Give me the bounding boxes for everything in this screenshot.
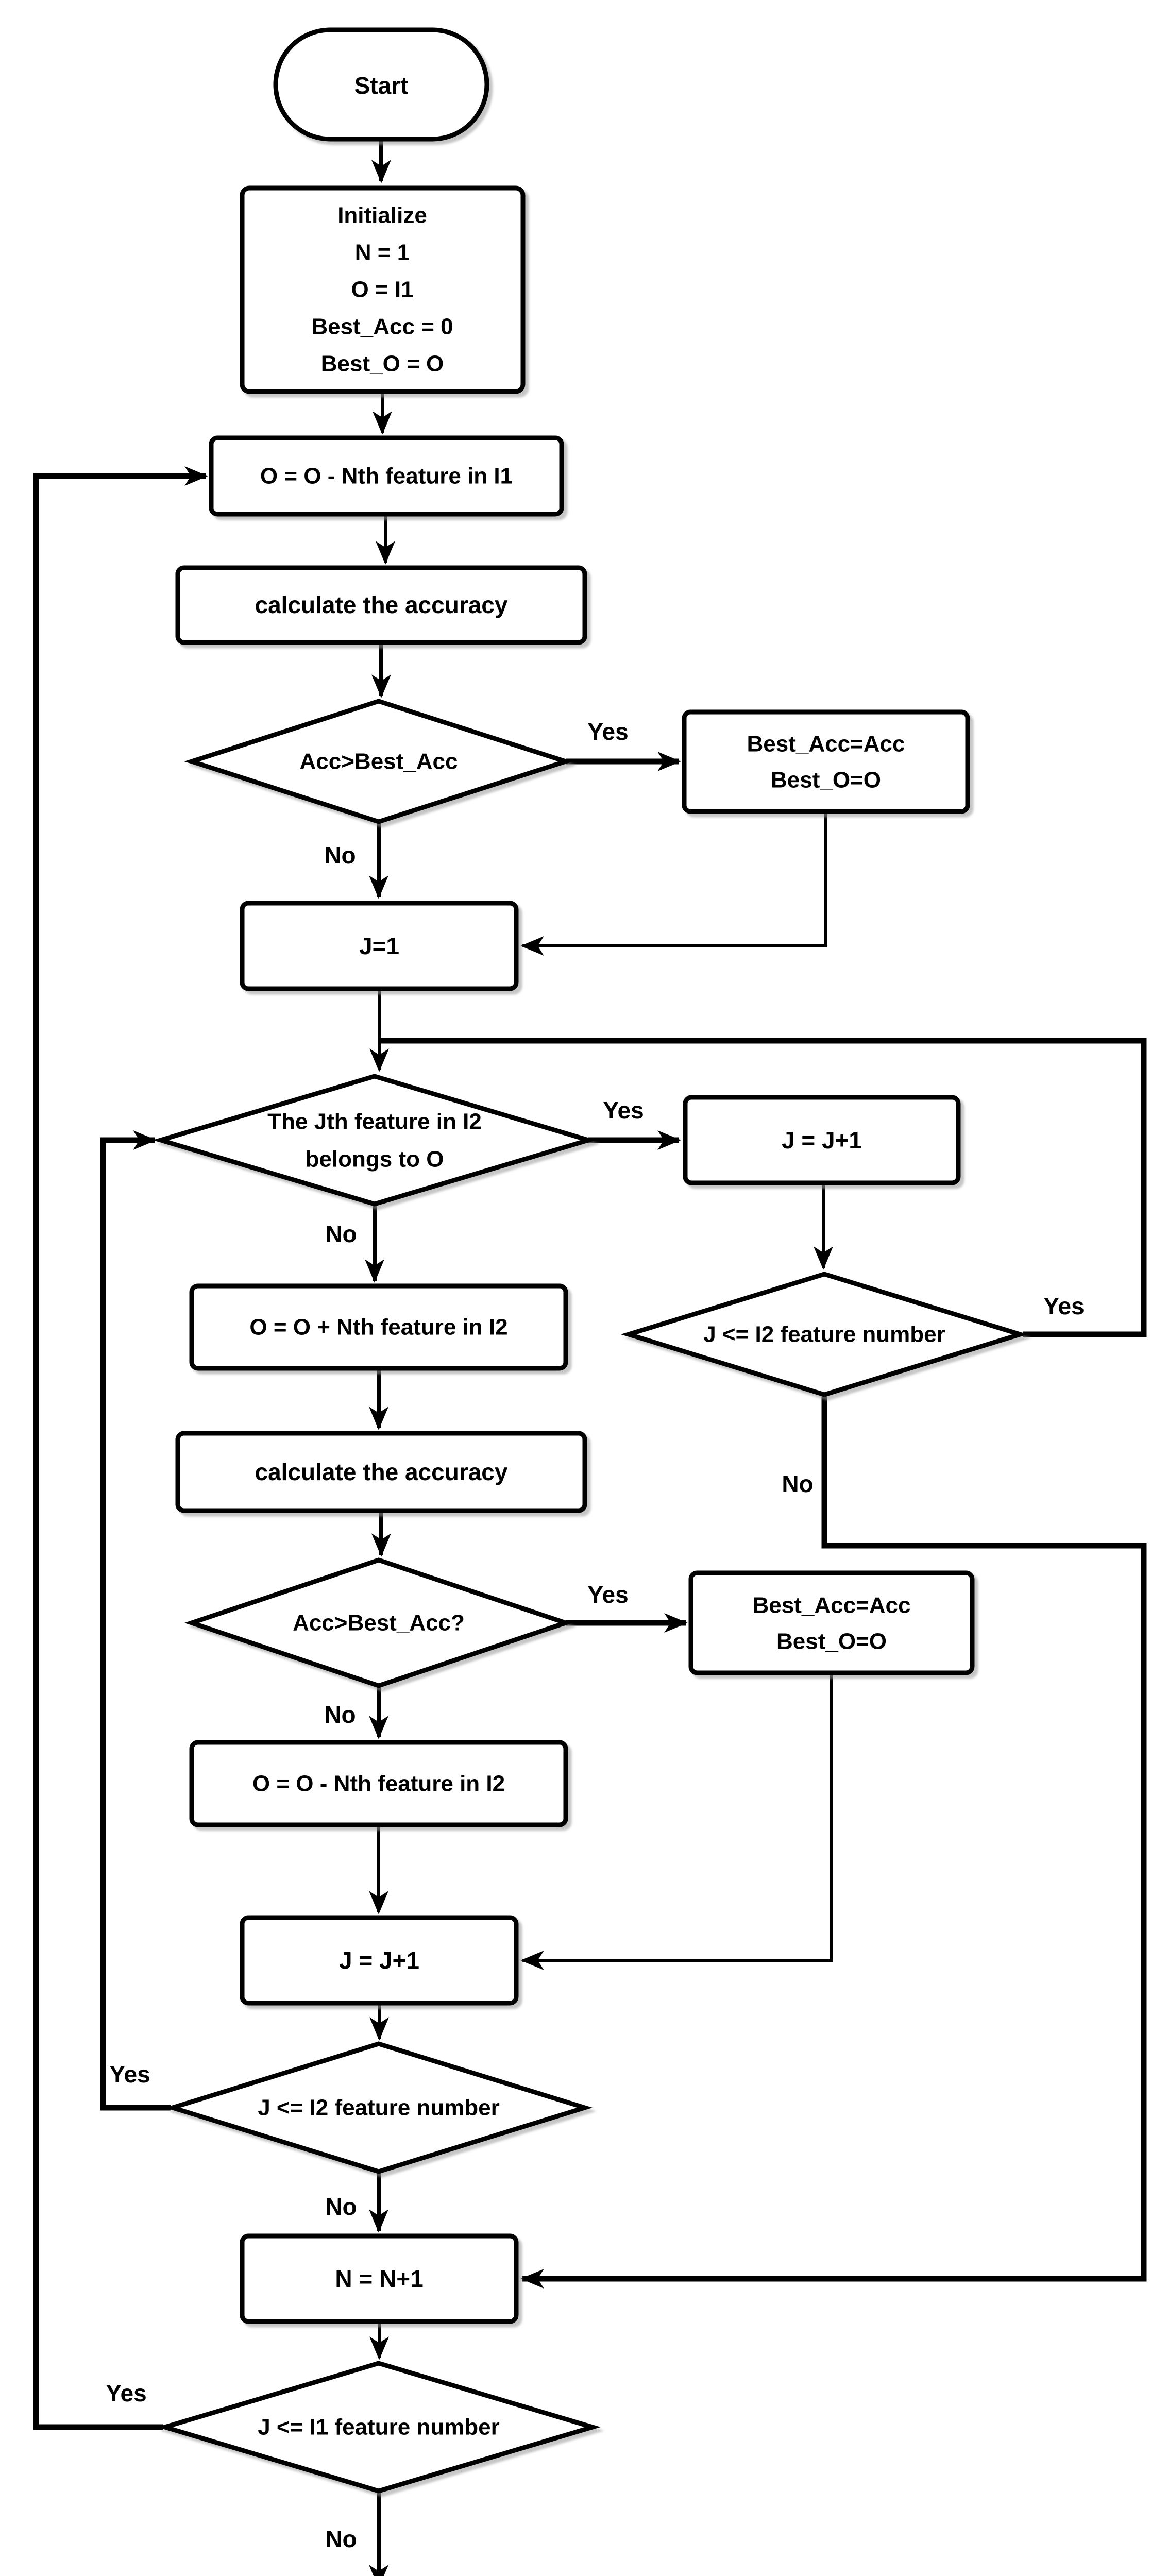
label-acc1-no: No <box>324 842 356 869</box>
edge-update-best1-to-j-init <box>520 811 827 956</box>
edges <box>33 139 1147 2576</box>
node-n-increment: N = N+1 <box>240 2233 519 2324</box>
label-i1-no: No <box>325 2526 357 2552</box>
start-label: Start <box>354 72 409 99</box>
i2b-label: J <= I2 feature number <box>258 2095 500 2121</box>
node-start: Start <box>273 27 489 142</box>
label-acc2-no: No <box>324 1701 356 1728</box>
start-terminator-shape <box>273 27 489 142</box>
acc2-label: Acc>Best_Acc? <box>293 1611 465 1636</box>
node-j-le-i2-b: J <= I2 feature number <box>164 2041 593 2174</box>
calc1-process-shape <box>175 565 587 645</box>
initialize-line-5: Best_O = O <box>321 351 444 377</box>
acc1-decision-shape <box>184 699 573 824</box>
edge-i2b-yes-loop-to-belongs <box>100 1130 171 2111</box>
node-acc-gt-best-2: Acc>Best_Acc? <box>184 1557 573 1688</box>
label-i2a-no: No <box>782 1470 813 1497</box>
calc2-label: calculate the accuracy <box>255 1459 508 1485</box>
update-best2-line-2: Best_O=O <box>776 1629 887 1654</box>
label-i2b-yes: Yes <box>109 2061 150 2088</box>
update-best1-line-1: Best_Acc=Acc <box>747 732 905 757</box>
node-initialize: Initialize N = 1 O = I1 Best_Acc = 0 Bes… <box>240 185 526 394</box>
initialize-process-shape <box>240 185 526 394</box>
calc1-label: calculate the accuracy <box>255 591 508 618</box>
label-acc2-yes: Yes <box>587 1581 628 1608</box>
node-j-le-i2-a: J <= I2 feature number <box>620 1272 1028 1397</box>
belongs-decision-shape <box>153 1074 597 1207</box>
update-best2-process-shape <box>688 1570 975 1675</box>
node-update-best-1: Best_Acc=Acc Best_O=O <box>682 709 970 814</box>
edge-update-best2-to-j-increment-b <box>520 1673 833 1970</box>
acc1-label: Acc>Best_Acc <box>300 749 458 774</box>
belongs-line-2: belongs to O <box>306 1147 444 1172</box>
j-init-label: J=1 <box>359 933 399 959</box>
node-calc-accuracy-1: calculate the accuracy <box>175 565 587 645</box>
label-i2b-no: No <box>325 2193 357 2220</box>
node-remove-feature-i1: O = O - Nth feature in I1 <box>209 435 564 517</box>
node-remove-feature-i2: O = O - Nth feature in I2 <box>189 1740 568 1827</box>
belongs-line-1: The Jth feature in I2 <box>267 1109 482 1134</box>
i2b-decision-shape <box>164 2041 593 2174</box>
remove-i2-label: O = O - Nth feature in I2 <box>252 1771 505 1797</box>
branch-labels: Yes No Yes No Yes No Yes No Yes No Yes N… <box>106 718 1084 2552</box>
label-acc1-yes: Yes <box>587 718 628 745</box>
add-i2-process-shape <box>189 1283 568 1371</box>
update-best1-process-shape <box>682 709 970 814</box>
j-increment-b-label: J = J+1 <box>339 1947 419 1974</box>
node-j-increment-a: J = J+1 <box>683 1095 961 1185</box>
update-best1-line-2: Best_O=O <box>771 768 881 793</box>
i2a-decision-shape <box>620 1272 1028 1397</box>
initialize-line-2: N = 1 <box>355 240 410 265</box>
node-acc-gt-best-1: Acc>Best_Acc <box>184 699 573 824</box>
update-best2-line-1: Best_Acc=Acc <box>753 1593 911 1618</box>
node-j-le-i1: J <= I1 feature number <box>157 2361 601 2494</box>
node-jth-belongs: The Jth feature in I2 belongs to O <box>153 1074 597 1207</box>
i1-label: J <= I1 feature number <box>258 2415 500 2440</box>
j-increment-b-process-shape <box>240 1915 519 2006</box>
n-increment-process-shape <box>240 2233 519 2324</box>
initialize-line-4: Best_Acc = 0 <box>311 314 453 340</box>
node-add-feature-i2: O = O + Nth feature in I2 <box>189 1283 568 1371</box>
add-i2-label: O = O + Nth feature in I2 <box>249 1315 507 1340</box>
edge-i2a-no-to-n-increment <box>520 1395 1147 2289</box>
node-update-best-2: Best_Acc=Acc Best_O=O <box>688 1570 975 1675</box>
label-belongs-no: No <box>325 1221 357 1247</box>
j-increment-a-label: J = J+1 <box>782 1127 862 1154</box>
calc2-process-shape <box>175 1431 587 1513</box>
edge-i2a-yes-loop-to-belongs <box>379 1038 1147 1337</box>
i2a-label: J <= I2 feature number <box>703 1322 945 1347</box>
edge-i1-yes-loop-to-remove-i1 <box>33 466 208 2430</box>
remove-i1-process-shape <box>209 435 564 517</box>
label-i1-yes: Yes <box>106 2380 146 2406</box>
j-init-process-shape <box>240 901 519 991</box>
node-j-increment-b: J = J+1 <box>240 1915 519 2006</box>
acc2-decision-shape <box>184 1557 573 1688</box>
node-j-init: J=1 <box>240 901 519 991</box>
n-increment-label: N = N+1 <box>335 2265 423 2292</box>
i1-decision-shape <box>157 2361 601 2494</box>
label-i2a-yes: Yes <box>1043 1293 1084 1319</box>
remove-i1-label: O = O - Nth feature in I1 <box>260 464 513 489</box>
j-increment-a-process-shape <box>683 1095 961 1185</box>
node-calc-accuracy-2: calculate the accuracy <box>175 1431 587 1513</box>
label-belongs-yes: Yes <box>603 1097 644 1124</box>
initialize-line-3: O = I1 <box>351 277 413 302</box>
initialize-line-1: Initialize <box>337 203 427 228</box>
remove-i2-process-shape <box>189 1740 568 1827</box>
